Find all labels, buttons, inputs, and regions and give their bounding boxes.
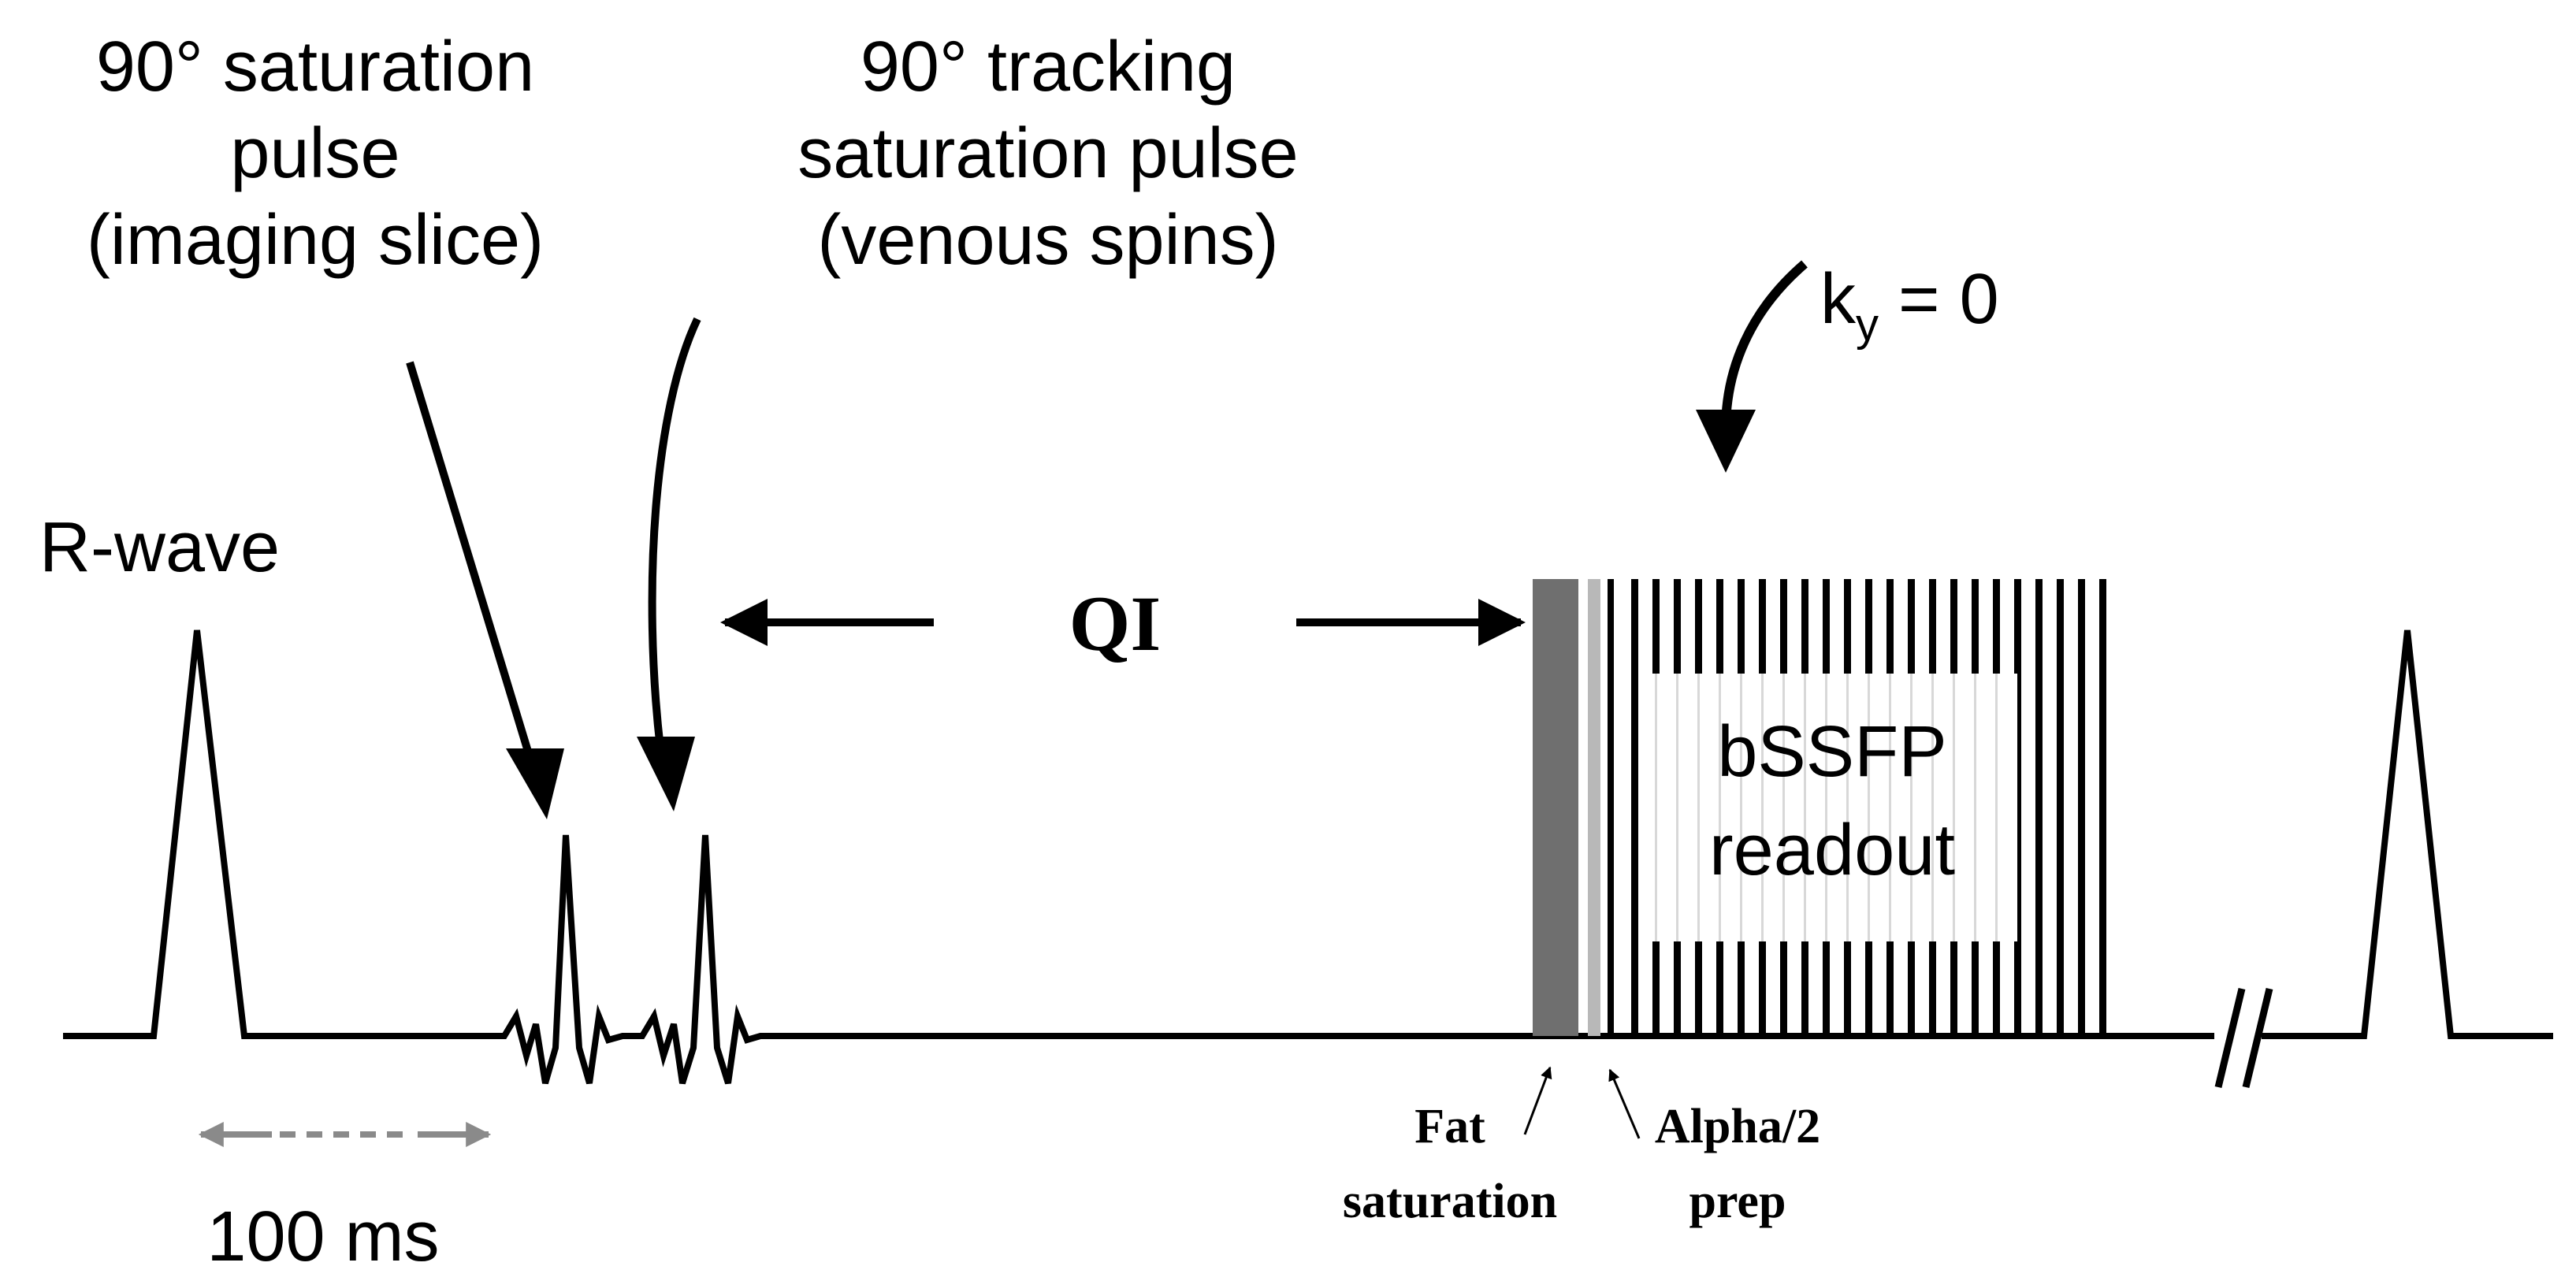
qi-interval: QI — [720, 580, 1526, 667]
fat-saturation-label: Fat saturation — [1343, 1066, 1557, 1228]
fat-saturation-block — [1533, 579, 1578, 1036]
bssfp-faint-line — [1697, 674, 1700, 941]
sat-label-line3: (imaging slice) — [87, 201, 544, 280]
bssfp-faint-line — [1761, 674, 1764, 941]
bssfp-faint-line — [1655, 674, 1657, 941]
tracking-pulse-arrow — [637, 317, 701, 811]
bssfp-faint-line — [1889, 674, 1891, 941]
bssfp-faint-line — [1804, 674, 1806, 941]
sat-label-line2: pulse — [230, 114, 400, 193]
ky-zero-label: ky = 0 — [1820, 260, 1999, 351]
bssfp-faint-line — [1953, 674, 1955, 941]
track-label-line2: saturation pulse — [797, 114, 1298, 193]
bssfp-pulse-line — [2099, 579, 2106, 1036]
bssfp-faint-line — [1676, 674, 1678, 941]
saturation-pulse-label: 90° saturation pulse (imaging slice) — [87, 28, 544, 280]
tracking-pulse-label: 90° tracking saturation pulse (venous sp… — [797, 28, 1298, 280]
bssfp-pulse-line — [2014, 579, 2021, 1036]
fat-label-line2: saturation — [1343, 1175, 1557, 1228]
bssfp-pulse-line — [2078, 579, 2085, 1036]
bssfp-faint-line — [1910, 674, 1912, 941]
alpha-prep-line — [1608, 579, 1614, 1036]
bssfp-pulse-line — [2035, 579, 2043, 1036]
bssfp-faint-lines — [1655, 674, 1998, 941]
bssfp-faint-line — [1868, 674, 1870, 941]
time-break-mark — [2214, 987, 2273, 1089]
fat-label-line1: Fat — [1414, 1100, 1485, 1153]
bssfp-faint-line — [1846, 674, 1849, 941]
sat-label-line1: 90° saturation — [96, 28, 534, 106]
ky-zero-arrow — [1696, 260, 1808, 473]
alpha-prep-label: Alpha/2 prep — [1608, 1068, 1820, 1228]
alpha-label-line2: prep — [1689, 1175, 1786, 1228]
bssfp-faint-line — [1995, 674, 1998, 941]
track-label-line3: (venous spins) — [817, 201, 1278, 280]
bssfp-faint-line — [1931, 674, 1934, 941]
bssfp-faint-line — [1719, 674, 1721, 941]
alpha-prep-block — [1588, 579, 1600, 1036]
bssfp-faint-line — [1740, 674, 1742, 941]
bssfp-label-box — [1647, 674, 2017, 941]
time-scale: 100 ms — [198, 1122, 492, 1276]
saturation-pulse-arrow — [406, 361, 564, 819]
qi-label: QI — [1069, 580, 1162, 667]
alpha-label-line1: Alpha/2 — [1655, 1100, 1820, 1153]
bssfp-faint-line — [1782, 674, 1785, 941]
bssfp-faint-line — [1825, 674, 1827, 941]
rwave-label: R-wave — [39, 508, 280, 587]
bssfp-pulse-line — [1631, 579, 1638, 1036]
ecg-baseline — [63, 629, 2553, 1085]
track-label-line1: 90° tracking — [861, 28, 1236, 106]
bssfp-label-line2: readout — [1709, 810, 1955, 890]
bssfp-label-line1: bSSFP — [1717, 711, 1946, 792]
bssfp-faint-line — [1974, 674, 1976, 941]
bssfp-pulse-line — [2057, 579, 2064, 1036]
time-scale-label: 100 ms — [206, 1197, 439, 1276]
